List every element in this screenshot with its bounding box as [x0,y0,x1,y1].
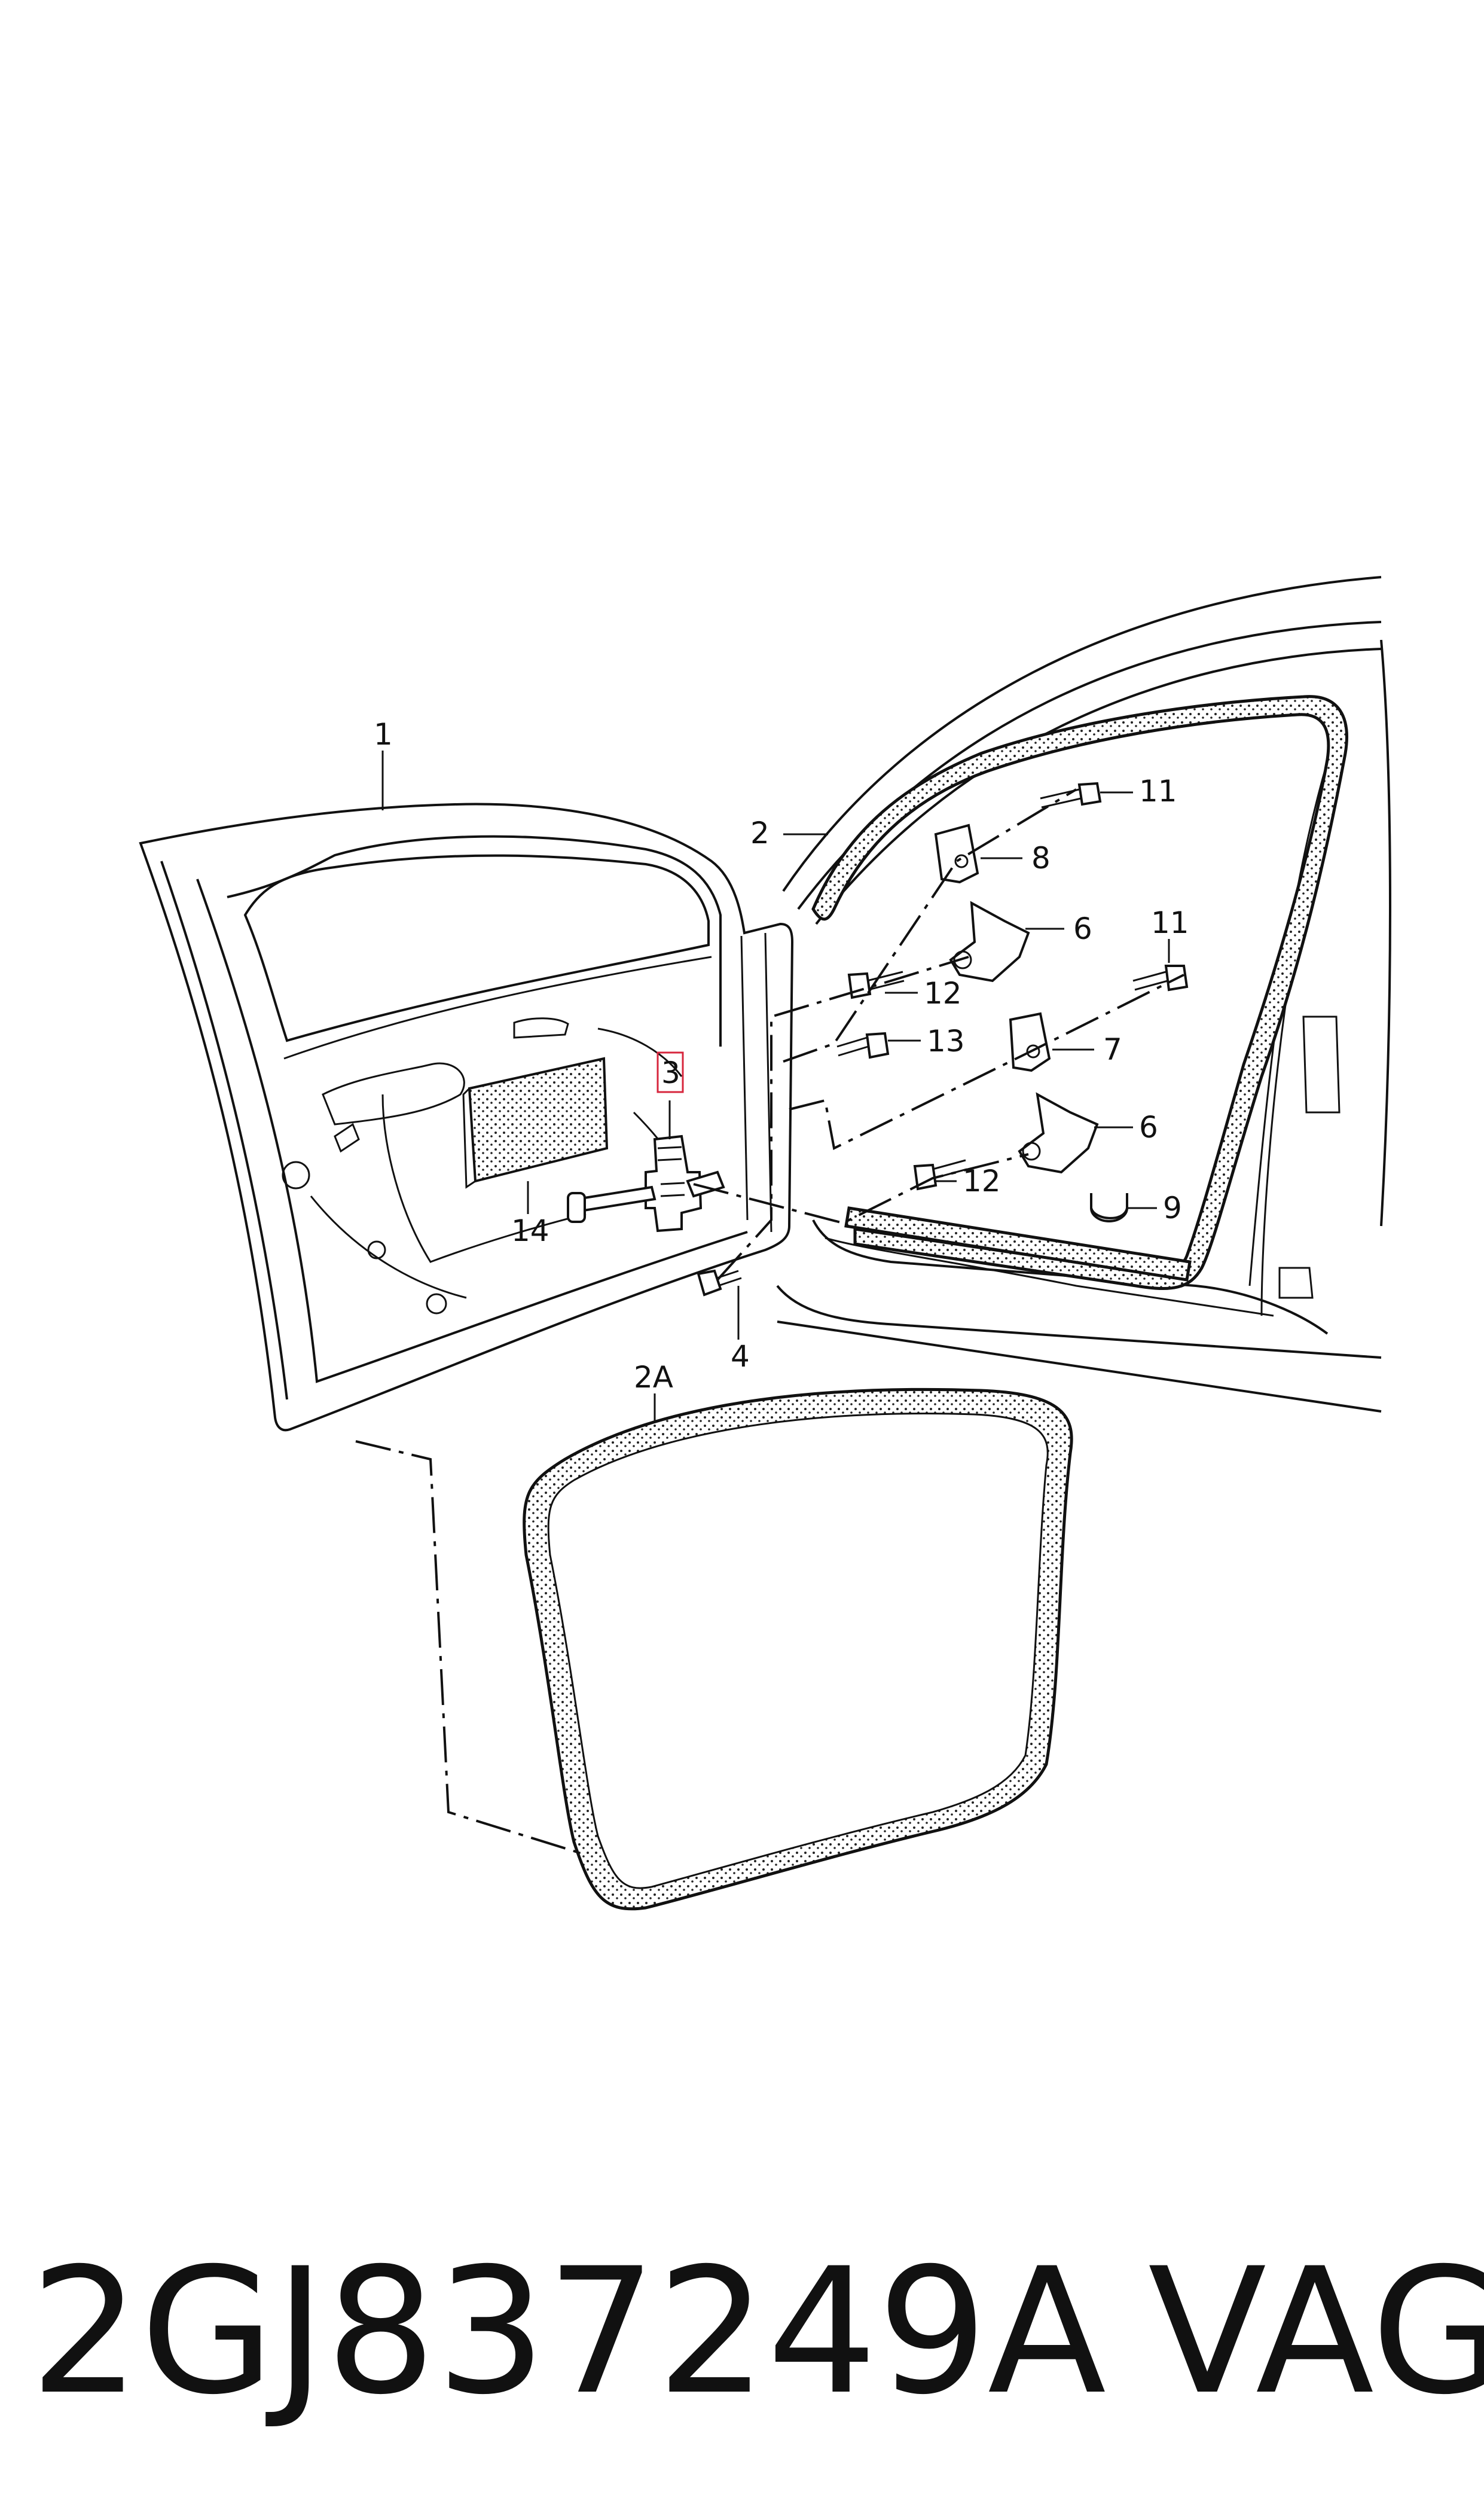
callout-7: 7 [1103,1032,1122,1067]
callout-6-bottom: 6 [1139,1110,1158,1145]
door-shell [139,803,794,1432]
bolt-4 [697,1269,742,1297]
leader-lines [381,751,1170,1420]
part-number: 2GJ837249A [30,2231,1107,2433]
felt-pad [462,1057,609,1189]
door-check-strap [567,1135,725,1233]
door-seal-2a [523,1387,1073,1911]
callout-13: 13 [927,1024,965,1059]
callout-8: 8 [1031,841,1051,876]
callout-14: 14 [511,1213,549,1248]
callout-11-top: 11 [1139,774,1177,809]
callout-4: 4 [731,1339,750,1374]
callouts: 1 2 3 14 4 11 8 6 12 11 13 7 6 12 9 2A [374,717,1189,1395]
callout-3: 3 [661,1056,680,1090]
part-caption: 2GJ837249A VAG [30,2231,1484,2433]
callout-12-bottom: 12 [963,1164,1001,1198]
callout-1: 1 [374,717,393,752]
hinge-bolts [836,782,1189,1191]
callout-3-highlight [656,1051,684,1093]
callout-12-top: 12 [924,976,962,1011]
callout-11-right: 11 [1151,905,1189,940]
brand-name: VAG [1148,2231,1484,2433]
callout-9: 9 [1163,1191,1182,1225]
hinge-parts [934,824,1128,1222]
callout-2a: 2A [634,1360,673,1395]
assembly-lines [355,788,1184,1867]
callout-6-top: 6 [1073,911,1092,946]
callout-2: 2 [750,816,770,850]
